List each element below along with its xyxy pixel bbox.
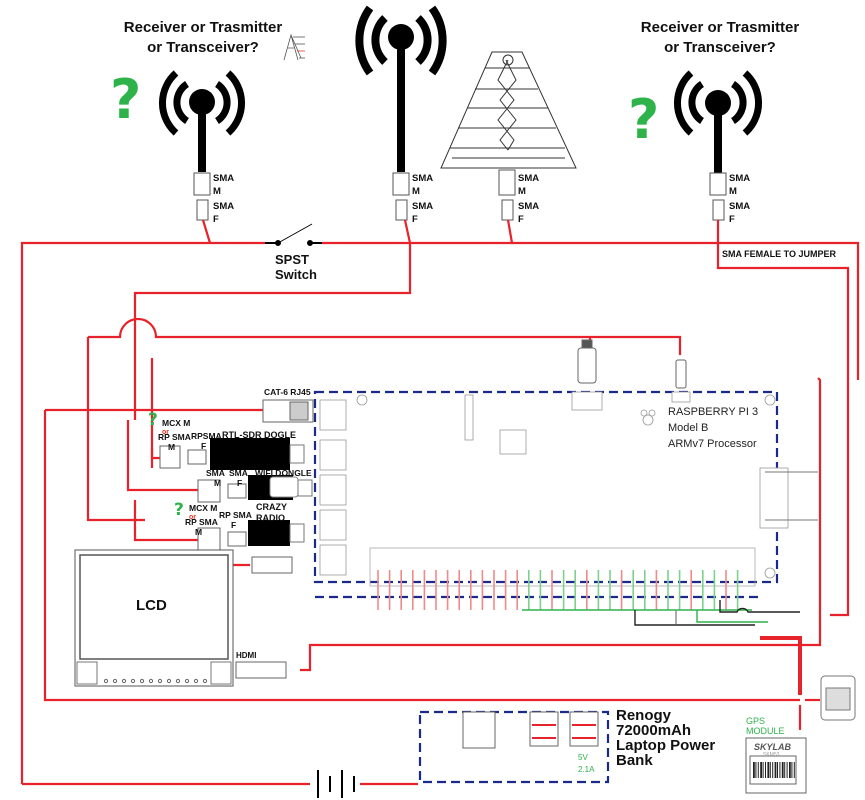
lcd-button [112, 678, 118, 684]
power-bank-cells [532, 724, 596, 739]
barcode-bar [784, 762, 786, 778]
lcd-button [184, 678, 190, 684]
title-left-line2: or Transceiver? [147, 39, 259, 56]
question-mark-crazy: ? [174, 500, 184, 520]
barcode-bar [767, 762, 770, 778]
lcd-button [103, 678, 109, 684]
lcd-button [121, 678, 127, 684]
antenna-left [159, 70, 245, 136]
title-right: Receiver or Trasmitter or Transceiver? [625, 18, 815, 58]
question-mark-left: ? [110, 68, 142, 131]
battery-icon [317, 770, 355, 798]
lcd-button [202, 678, 208, 684]
question-mark-rtl: ? [148, 410, 158, 430]
lcd-button [166, 678, 172, 684]
gps-model: SKM53 [763, 752, 780, 758]
lcd-usb-plug [251, 556, 293, 574]
rtl-sdr-label: RTL-SDR DOGLE [222, 430, 296, 440]
power-bank-box [418, 710, 610, 784]
barcode-bar [753, 762, 755, 778]
lcd-label: LCD [136, 597, 167, 614]
hdmi-label: HDMI [236, 651, 257, 660]
barcode-bar [793, 762, 795, 778]
barcode-bar [786, 762, 788, 778]
title-right-line1: Receiver or Trasmitter [640, 19, 800, 36]
barcode-bar [789, 762, 791, 778]
barcode-bar [755, 762, 757, 778]
tower-logo-icon [283, 33, 305, 61]
barcode-bar [774, 762, 777, 778]
lcd-display [74, 549, 234, 687]
title-left-line1: Receiver or Trasmitter [123, 19, 283, 36]
gps-brand: SKYLAB [754, 742, 792, 752]
barcode-bar [772, 762, 774, 778]
dongle-connectors [159, 445, 247, 551]
lcd-button [157, 678, 163, 684]
crazy-radio-dongle [248, 520, 290, 546]
lcd-button [139, 678, 145, 684]
cat6-label: CAT-6 RJ45 [264, 387, 311, 397]
antenna-log-periodic [440, 51, 577, 169]
red-wires [20, 219, 860, 786]
rj45-jack-icon [820, 675, 856, 721]
cat6-rj45-connector [262, 399, 314, 423]
question-mark-right: ? [628, 88, 660, 151]
lcd-button [175, 678, 181, 684]
sma-connectors [193, 169, 727, 221]
raspberry-logo-icon [640, 409, 656, 426]
spst-switch-icon [265, 223, 322, 246]
hdmi-plug-icon [577, 339, 597, 384]
gpio-wires [522, 600, 800, 626]
ethernet-housing [765, 471, 818, 521]
barcode-icon [753, 762, 795, 778]
rtl-sdr-dongle [210, 438, 290, 470]
barcode-bar [781, 762, 784, 778]
power-bank-ports [462, 711, 599, 749]
title-left: Receiver or Trasmitter or Transceiver? [108, 18, 298, 58]
wifi-dongle-label: WIFI DONGLE [255, 468, 312, 478]
barcode-bar [777, 762, 778, 778]
title-right-line2: or Transceiver? [664, 39, 776, 56]
barcode-bar [757, 762, 759, 778]
antenna-right [674, 70, 762, 136]
lcd-buttons [103, 678, 208, 684]
lcd-button [193, 678, 199, 684]
usb-ethernet-ports [319, 391, 789, 579]
gpio-pins [377, 570, 739, 610]
barcode-bar [791, 762, 793, 778]
jumper-label: SMA FEMALE TO JUMPER [722, 249, 837, 259]
raspberry-pi-board [313, 390, 779, 584]
barcode-bar [765, 762, 766, 778]
antenna-center [355, 5, 447, 76]
lcd-button [130, 678, 136, 684]
barcode-bar [762, 762, 764, 778]
lcd-button [148, 678, 154, 684]
hdmi-plug [235, 661, 287, 679]
micro-usb-plug-icon [675, 359, 687, 389]
barcode-bar [779, 762, 781, 778]
barcode-bar [769, 762, 771, 778]
barcode-bar [760, 762, 762, 778]
